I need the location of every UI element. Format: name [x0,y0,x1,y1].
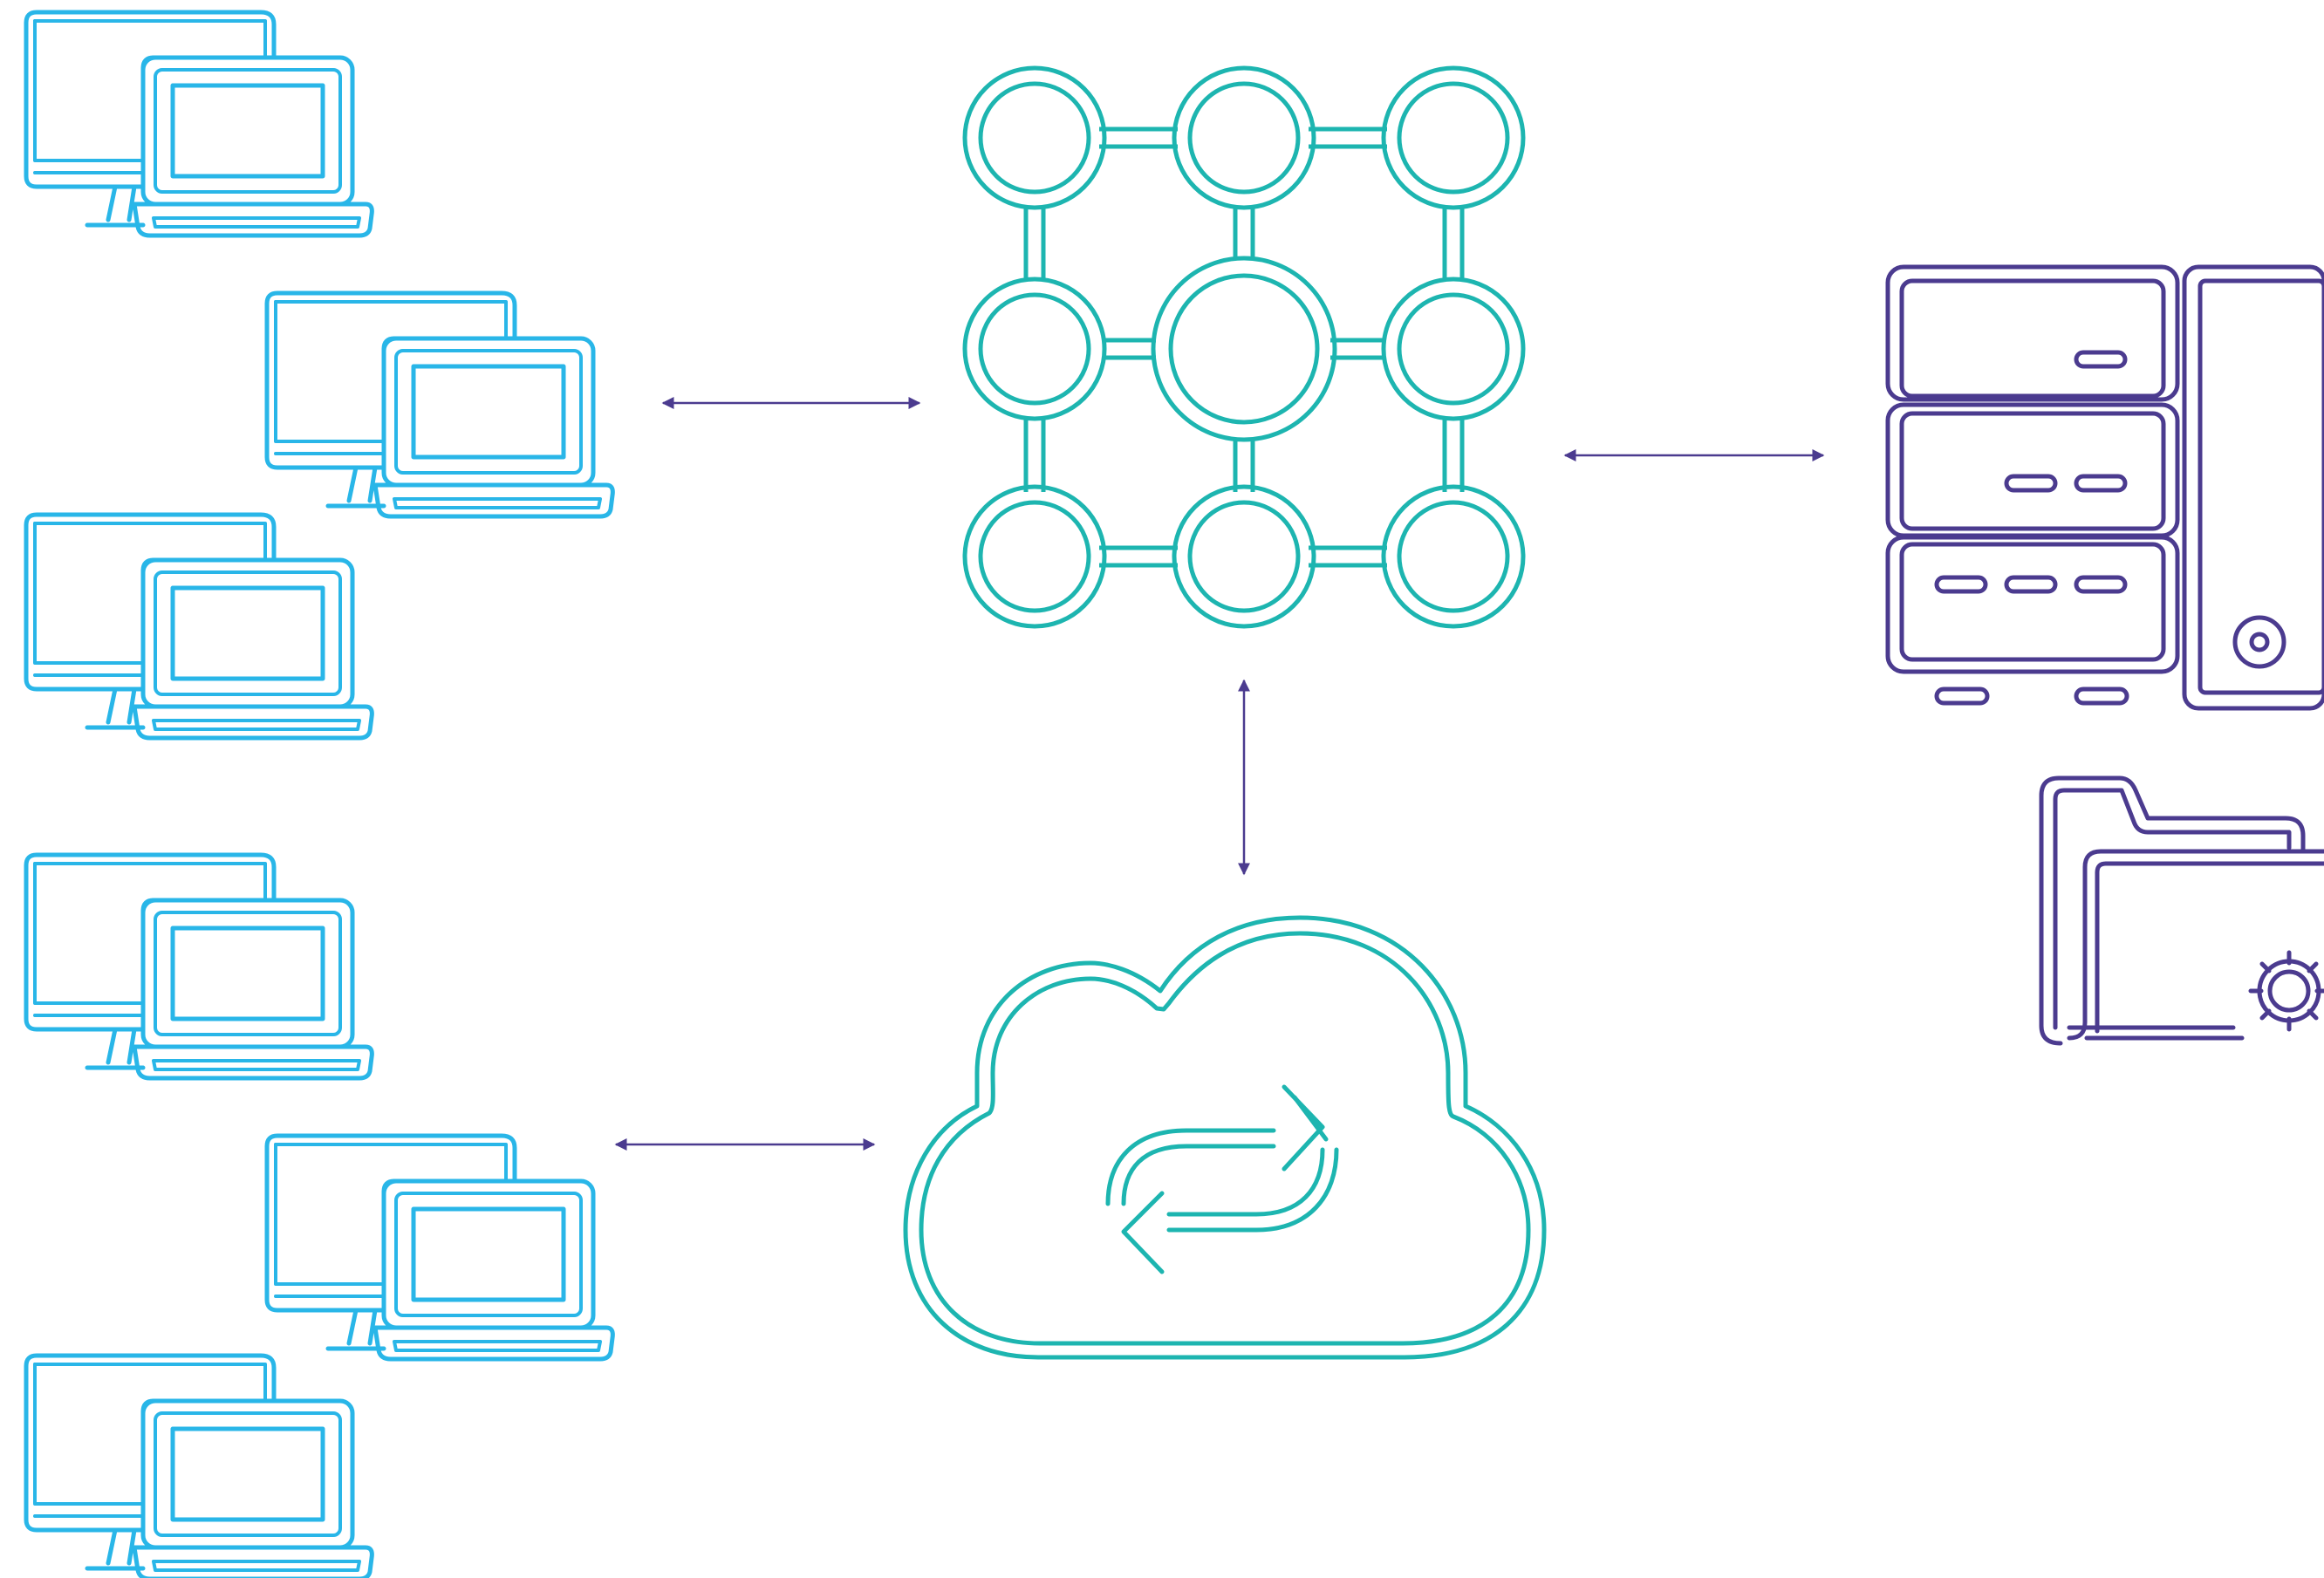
cloud-sync-icon [903,915,1547,1360]
grid-node [1172,484,1316,629]
connections [614,397,1825,1151]
sync-arrows-icon [1105,1084,1339,1274]
grid-node [962,277,1107,421]
gear-icon [2248,950,2324,1032]
grid-node [1381,277,1526,421]
network-grid-icon [962,65,1526,629]
grid-node [1381,65,1526,210]
grid-node [962,65,1107,210]
grid-node-center [1151,256,1337,442]
desktop-laptop-icon [267,1136,612,1359]
grid-node [962,484,1107,629]
grid-node [1381,484,1526,629]
grid-connectors [1023,126,1465,568]
server-rack-icon [1885,264,2324,711]
desktop-laptop-icon [26,12,372,236]
desktop-laptop-icon [26,515,372,738]
grid-node [1172,65,1316,210]
folder-settings-icon [2039,775,2324,1046]
desktop-laptop-icon [267,293,612,516]
desktop-laptop-icon [26,855,372,1078]
desktop-laptop-icon [26,1356,372,1578]
device-groups [26,12,612,1578]
